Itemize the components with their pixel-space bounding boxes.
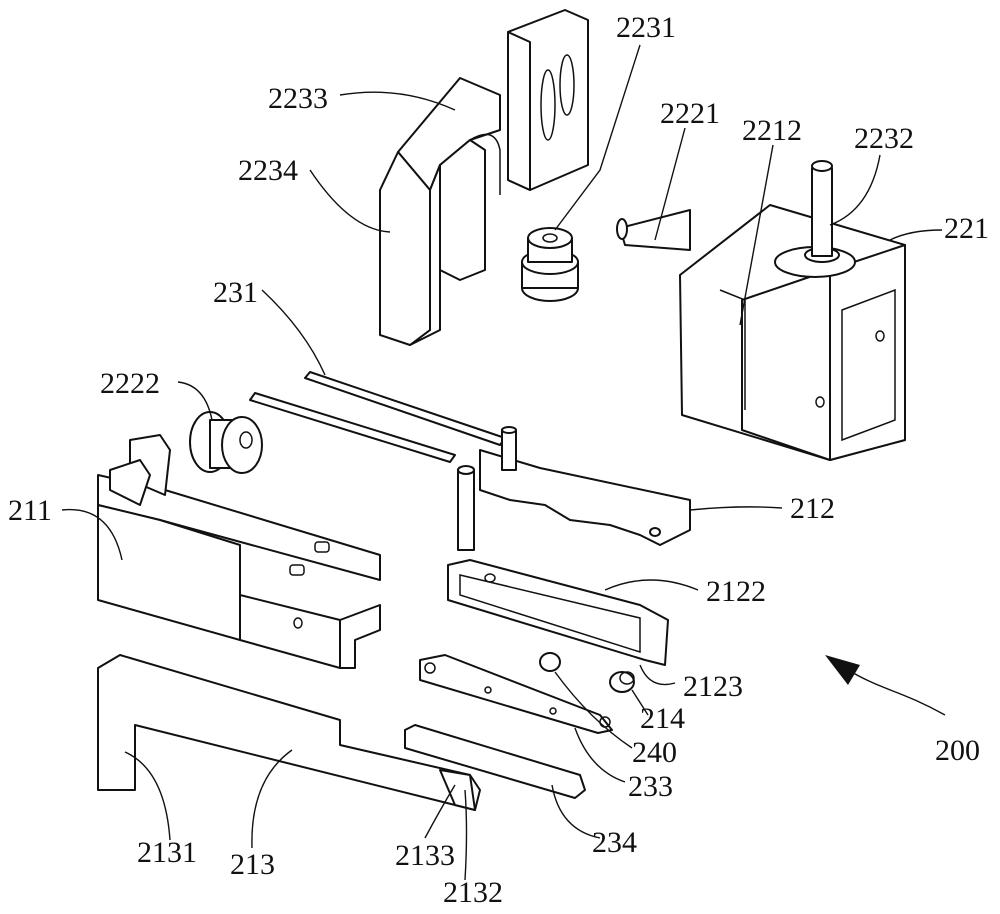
label-2232: 2232 bbox=[854, 122, 914, 155]
label-2233: 2233 bbox=[268, 82, 328, 115]
label-2231: 2231 bbox=[616, 11, 676, 44]
screw-214 bbox=[610, 672, 634, 692]
view-arrow bbox=[825, 655, 945, 715]
label-240: 240 bbox=[632, 736, 677, 769]
label-234: 234 bbox=[592, 826, 637, 859]
lever-212 bbox=[458, 427, 690, 550]
label-212: 212 bbox=[790, 492, 835, 525]
label-231: 231 bbox=[213, 276, 258, 309]
label-214: 214 bbox=[640, 702, 685, 735]
label-2123: 2123 bbox=[683, 670, 743, 703]
spool-2231 bbox=[522, 228, 578, 301]
label-2212: 2212 bbox=[742, 114, 802, 147]
label-213: 213 bbox=[230, 848, 275, 881]
label-2131: 2131 bbox=[137, 836, 197, 869]
pin-240 bbox=[540, 653, 560, 671]
label-221: 221 bbox=[944, 212, 989, 245]
label-233: 233 bbox=[628, 770, 673, 803]
label-2222: 2222 bbox=[100, 367, 160, 400]
label-2221: 2221 bbox=[660, 97, 720, 130]
label-2234: 2234 bbox=[238, 154, 298, 187]
rod-231 bbox=[250, 372, 505, 462]
strip-233 bbox=[420, 655, 612, 733]
roller-2222 bbox=[190, 412, 262, 473]
label-211: 211 bbox=[8, 494, 52, 527]
channel-2122 bbox=[448, 560, 668, 665]
label-2132: 2132 bbox=[443, 876, 503, 909]
label-2122: 2122 bbox=[706, 575, 766, 608]
label-200: 200 bbox=[935, 734, 980, 767]
housing-221 bbox=[617, 161, 905, 460]
label-2133: 2133 bbox=[395, 839, 455, 872]
